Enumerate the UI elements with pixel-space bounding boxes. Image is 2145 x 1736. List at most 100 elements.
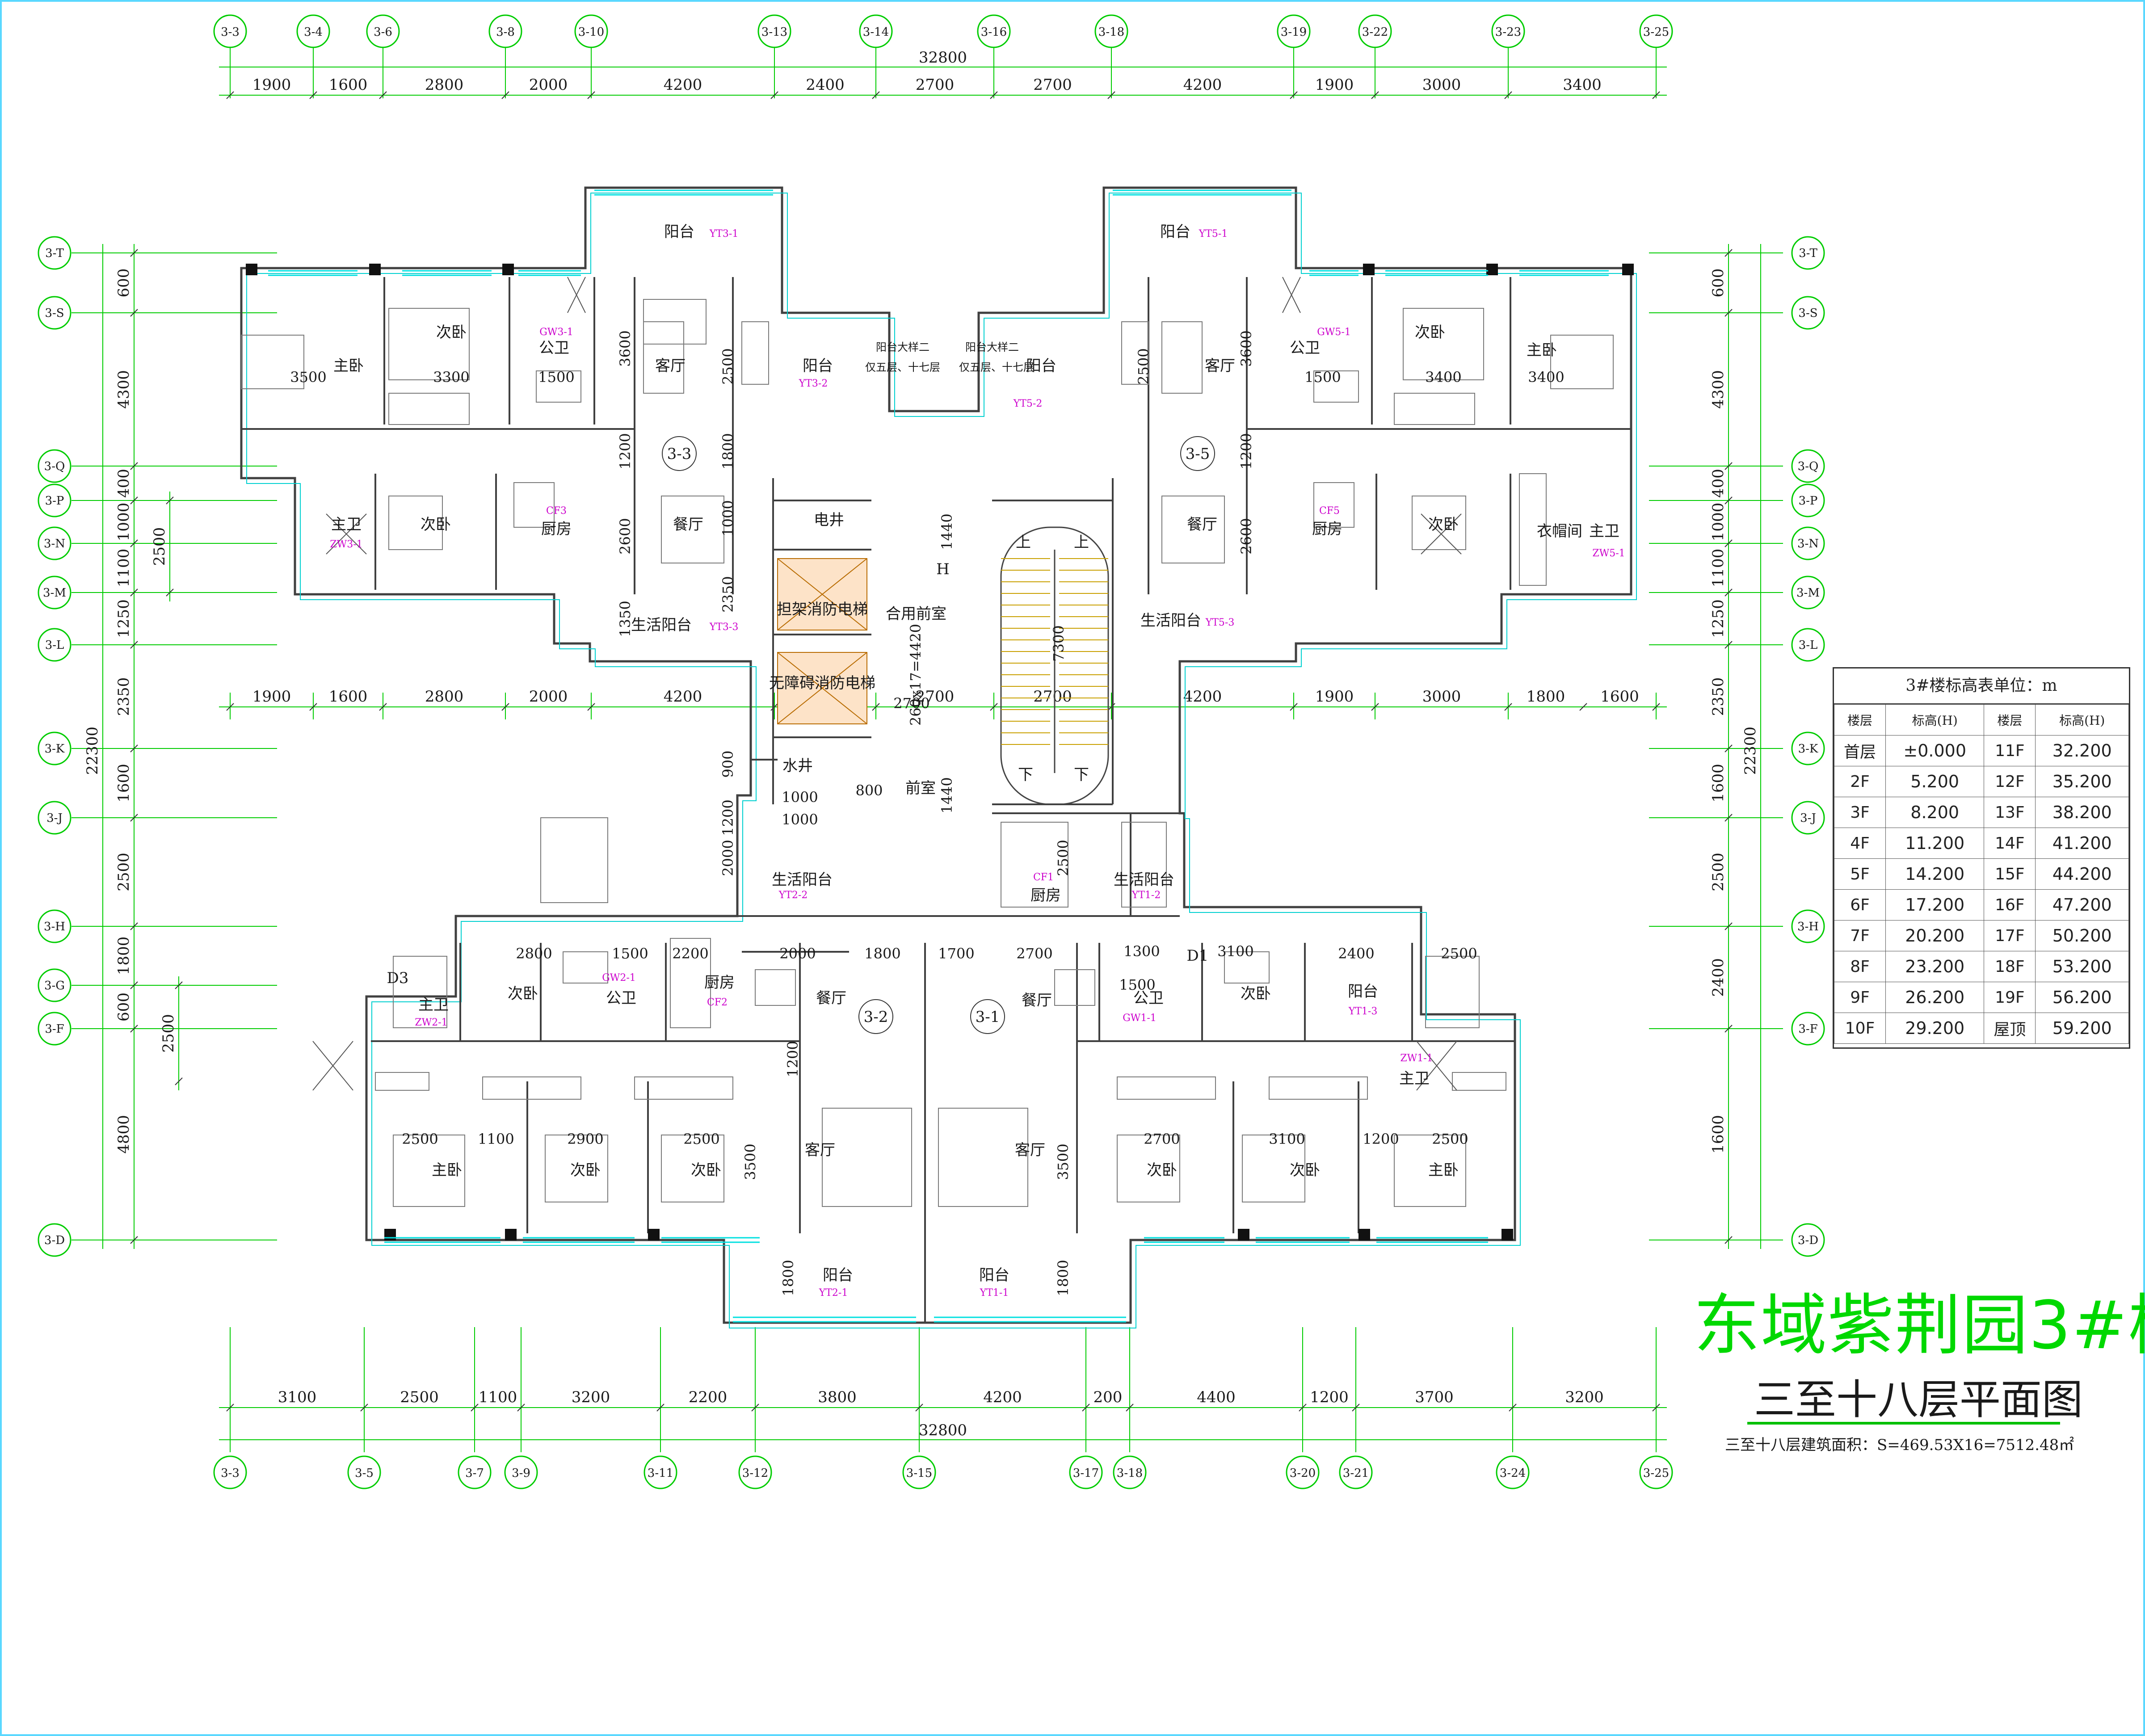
column bbox=[384, 1229, 396, 1240]
height-cell: 53.200 bbox=[2035, 951, 2129, 982]
dimension-text: 1600 bbox=[1709, 1115, 1727, 1154]
building-outline bbox=[240, 186, 1632, 1324]
height-cell: 11.200 bbox=[1885, 828, 1985, 859]
interior-dimension: 2500 bbox=[402, 1131, 438, 1148]
dimension-tick bbox=[1724, 641, 1733, 649]
column bbox=[505, 1229, 517, 1240]
dimension-text: 2000 bbox=[529, 688, 568, 706]
axis-label: 3-N bbox=[44, 537, 65, 551]
room-labels: 主卧次卧公卫客厅阳台阳台阳台大样二仅五层、十七层阳台大样二仅五层、十七层阳台阳台… bbox=[290, 223, 1625, 1299]
dimension-text: 3200 bbox=[1565, 1388, 1604, 1406]
interior-dimension: 1500 bbox=[1119, 976, 1155, 993]
dimension-text: 4400 bbox=[1197, 1388, 1236, 1406]
axis-label: 3-21 bbox=[1343, 1467, 1369, 1480]
room-label: 公卫 bbox=[539, 339, 569, 357]
dimension-tick bbox=[1082, 1404, 1090, 1412]
interior-dimension: 1000 bbox=[719, 500, 736, 536]
furniture bbox=[1452, 1072, 1506, 1091]
dimension-tick bbox=[1652, 91, 1660, 99]
interior-dimension: 2000 bbox=[719, 840, 736, 876]
dimension-text: 4200 bbox=[664, 76, 702, 94]
axis-bubble bbox=[1791, 801, 1825, 835]
interior-dimension: 7300 bbox=[1050, 625, 1067, 661]
axis-bubble bbox=[1286, 1455, 1320, 1489]
dimension-text: 1600 bbox=[115, 764, 133, 803]
floor-cell: 12F bbox=[1984, 766, 2036, 797]
interior-dimension: 2500 bbox=[1135, 348, 1152, 384]
dimension-tick bbox=[1724, 922, 1733, 930]
furniture bbox=[670, 938, 711, 1028]
room-label: 担架消防电梯 bbox=[777, 601, 868, 618]
axis-bubble bbox=[1113, 1455, 1147, 1489]
axis-label: 3-17 bbox=[1073, 1467, 1099, 1480]
floor-cell: 19F bbox=[1984, 982, 2036, 1013]
axis-bubble bbox=[1358, 14, 1392, 48]
room-label: 餐厅 bbox=[816, 989, 846, 1007]
dimension-text: 3200 bbox=[572, 1388, 610, 1406]
dimension-text: 4200 bbox=[664, 688, 702, 706]
interior-dimension: 1800 bbox=[864, 945, 900, 962]
column bbox=[648, 1229, 660, 1240]
floor-cell: 18F bbox=[1984, 951, 2036, 982]
room-label: 生活阳台 bbox=[1114, 871, 1174, 889]
interior-dimension: 2350 bbox=[719, 576, 736, 612]
room-label: 阳台 bbox=[823, 1266, 853, 1284]
component-tag: YT2-2 bbox=[778, 890, 808, 901]
dimension-tick bbox=[471, 1404, 479, 1412]
axis-bubble bbox=[738, 1455, 772, 1489]
furniture bbox=[1550, 335, 1614, 389]
furniture bbox=[388, 308, 470, 380]
unit-number: 3-2 bbox=[864, 1008, 888, 1026]
dimension-text: 1100 bbox=[1709, 549, 1727, 588]
axis-bubble bbox=[38, 526, 72, 560]
axis-label: 3-N bbox=[1797, 537, 1819, 551]
interior-dimension: 3600 bbox=[1238, 330, 1255, 366]
height-cell: 5.200 bbox=[1885, 766, 1985, 797]
interior-dimension: 1000 bbox=[782, 811, 818, 828]
room-label: 次卧 bbox=[1428, 516, 1459, 534]
dimension-tick bbox=[1107, 91, 1115, 99]
dimension-text: 4800 bbox=[115, 1115, 133, 1154]
axis-label: 3-9 bbox=[512, 1467, 530, 1480]
axis-label: 3-11 bbox=[648, 1467, 673, 1480]
dimension-tick bbox=[770, 703, 778, 711]
floor-cell: 8F bbox=[1834, 951, 1886, 982]
room-label: 主卫 bbox=[1399, 1070, 1430, 1088]
component-tag: YT3-1 bbox=[709, 228, 739, 240]
component-tag: ZW1-1 bbox=[1400, 1053, 1433, 1064]
axis-bubble bbox=[504, 1455, 538, 1489]
axis-label: 3-7 bbox=[465, 1467, 484, 1480]
axis-label: 3-4 bbox=[304, 25, 323, 39]
room-label: 客厅 bbox=[1015, 1141, 1045, 1159]
room-label: 次卧 bbox=[1241, 985, 1271, 1003]
interior-dimension: 2700 bbox=[893, 695, 930, 712]
component-tag: CF5 bbox=[1319, 505, 1340, 517]
dimension-tick bbox=[915, 1404, 923, 1412]
room-label: 下 bbox=[1074, 766, 1089, 784]
furniture bbox=[375, 1072, 429, 1091]
total-dimension: 32800 bbox=[919, 1421, 967, 1439]
interior-dimension: 2900 bbox=[567, 1131, 603, 1148]
room-label: 次卧 bbox=[1415, 324, 1445, 341]
elevation-header-row: 楼层 标高(H) 楼层 标高(H) bbox=[1834, 704, 2129, 736]
floor-cell: 16F bbox=[1984, 889, 2036, 921]
component-tag: GW3-1 bbox=[539, 327, 573, 338]
room-label: 主卫 bbox=[1589, 522, 1619, 540]
room-label: 次卧 bbox=[1147, 1161, 1177, 1179]
dimension-tick bbox=[1652, 703, 1660, 711]
dimension-tick bbox=[1509, 1404, 1517, 1412]
dimension-text: 2500 bbox=[151, 527, 168, 566]
dimension-tick bbox=[501, 91, 509, 99]
furniture bbox=[1313, 370, 1359, 403]
axis-bubble bbox=[1791, 236, 1825, 270]
column bbox=[246, 264, 257, 275]
room-label: 厨房 bbox=[1312, 520, 1342, 538]
room-label: 公卫 bbox=[1133, 989, 1164, 1007]
dimension-text: 2500 bbox=[115, 853, 133, 891]
height-cell: ±0.000 bbox=[1885, 735, 1985, 766]
axis-label: 3-F bbox=[1798, 1022, 1817, 1036]
room-label: 合用前室 bbox=[886, 605, 946, 623]
